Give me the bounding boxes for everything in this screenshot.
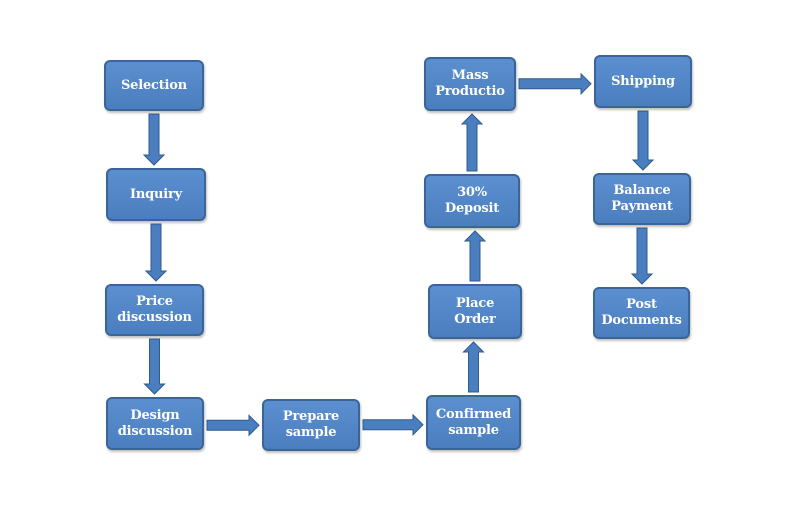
node-confirmed-sample: Confirmed sample	[426, 395, 521, 450]
node-inquiry: Inquiry	[106, 168, 206, 221]
node-place-order: Place Order	[428, 284, 522, 339]
node-deposit: 30% Deposit	[424, 174, 520, 228]
arrow-inquiry-to-price-discussion	[144, 223, 168, 282]
arrow-design-discussion-to-prepare-sample	[206, 414, 260, 437]
arrow-prepare-sample-to-confirmed-sample	[362, 413, 424, 437]
arrow-deposit-to-mass-production	[460, 113, 484, 172]
node-shipping: Shipping	[594, 55, 692, 108]
node-balance-payment: Balance Payment	[593, 173, 691, 225]
node-design-discussion: Design discussion	[106, 397, 204, 450]
node-price-discussion: Price discussion	[105, 284, 204, 336]
arrow-place-order-to-deposit	[463, 230, 487, 282]
arrow-balance-payment-to-post-documents	[630, 227, 654, 285]
arrow-selection-to-inquiry	[142, 113, 166, 166]
arrow-price-discussion-to-design-discussion	[143, 338, 166, 395]
arrow-confirmed-sample-to-place-order	[462, 341, 485, 393]
node-selection: Selection	[104, 60, 204, 111]
node-prepare-sample: Prepare sample	[262, 399, 360, 451]
arrow-mass-production-to-shipping	[518, 72, 592, 96]
node-mass-production: Mass Productio	[424, 57, 516, 111]
arrow-shipping-to-balance-payment	[631, 110, 655, 171]
node-post-documents: Post Documents	[593, 287, 690, 339]
